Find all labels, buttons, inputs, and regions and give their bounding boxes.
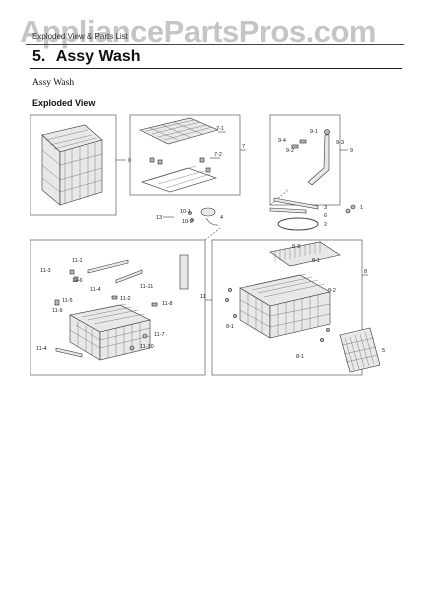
exploded-view-diagram: 0 7-1 7-2 7 9-1 9-4 9-2 9-3 9 3 6: [30, 114, 385, 376]
lower-rail: [55, 347, 83, 358]
arm-holder: [269, 207, 307, 214]
callout-11-6: 11-6: [72, 278, 83, 284]
callout-11: 11: [200, 294, 206, 300]
lower-basket: [69, 303, 151, 361]
shelf-frame-wire: [140, 165, 218, 193]
callout-9-3: 9-3: [336, 140, 344, 146]
callout-0: 0: [128, 158, 131, 164]
callout-6: 6: [324, 213, 327, 219]
lower-basket-frame: [211, 239, 363, 376]
pipe-frame: [269, 114, 341, 206]
callout-11-8: 11-8: [162, 301, 173, 307]
screws: [345, 204, 356, 214]
callout-8-2: 8-2: [328, 288, 336, 294]
callout-3: 3: [324, 205, 327, 211]
wheel-assembly: [188, 207, 219, 226]
callout-11-10: 11-10: [140, 344, 154, 350]
full-rack-assembly: [41, 124, 103, 206]
callout-11-9: 11-9: [52, 308, 63, 314]
callout-8-1-bottom: 8-1: [296, 354, 304, 360]
callout-2: 2: [324, 222, 327, 228]
assembly-frame: [30, 114, 117, 216]
callout-8-3: 8-3: [292, 244, 300, 250]
section-title-text: Assy Wash: [55, 48, 141, 65]
rail-assembly: [69, 254, 189, 290]
basket-wheels: [129, 333, 148, 351]
callout-7: 7: [242, 144, 245, 150]
upper-shelf-tray: [139, 117, 219, 145]
callout-11-5: 11-5: [62, 298, 73, 304]
section-divider: [30, 68, 402, 69]
exploded-view-label: Exploded View: [32, 98, 96, 108]
callout-8-1-left: 8-1: [226, 324, 234, 330]
callout-1: 1: [360, 205, 363, 211]
header-small-text: Exploded View & Parts List: [32, 32, 128, 41]
callout-11-3: 11-3: [40, 268, 51, 274]
lower-rack-frame: [30, 239, 206, 376]
callout-11-4b: 11-4: [36, 346, 47, 352]
watermark-text: AppliancePartsPros.com: [20, 14, 376, 49]
assy-wash-label: Assy Wash: [32, 78, 75, 88]
callout-11-11: 11-11: [140, 284, 153, 290]
upper-water-pipe: [291, 129, 330, 186]
section-number: 5.: [32, 48, 46, 65]
callout-10-2: 10-2: [182, 219, 193, 225]
callout-11-1: 11-1: [72, 258, 83, 264]
callout-4: 4: [220, 215, 223, 221]
main-lower-basket: [239, 273, 331, 339]
small-fasteners: [54, 295, 158, 307]
callout-5: 5: [382, 348, 385, 354]
callout-11-7: 11-7: [154, 332, 165, 338]
spray-arm-bar: [273, 197, 319, 210]
callout-8-1-top: 8-1: [312, 258, 320, 264]
header-bar: [26, 30, 404, 45]
tine-rack: [269, 241, 341, 267]
section-title: 5. Assy Wash: [32, 48, 141, 66]
callout-7-2: 7-2: [214, 152, 222, 158]
small-clips: [149, 157, 211, 173]
seal-ring: [277, 217, 319, 231]
callout-9-1: 9-1: [310, 129, 318, 135]
callout-9: 9: [350, 148, 353, 154]
callout-13: 13: [156, 215, 162, 221]
callout-7-1: 7-1: [216, 126, 224, 132]
callout-8: 8: [364, 269, 367, 275]
callout-11-4: 11-4: [90, 287, 101, 293]
cutlery-basket: [339, 327, 381, 373]
callout-9-2: 9-2: [286, 148, 294, 154]
basket-hardware: [225, 288, 330, 342]
upper-shelf-frame: [129, 114, 241, 196]
callout-11-2: 11-2: [120, 296, 131, 302]
callout-10-1: 10-1: [180, 209, 191, 215]
callout-9-4: 9-4: [278, 138, 286, 144]
